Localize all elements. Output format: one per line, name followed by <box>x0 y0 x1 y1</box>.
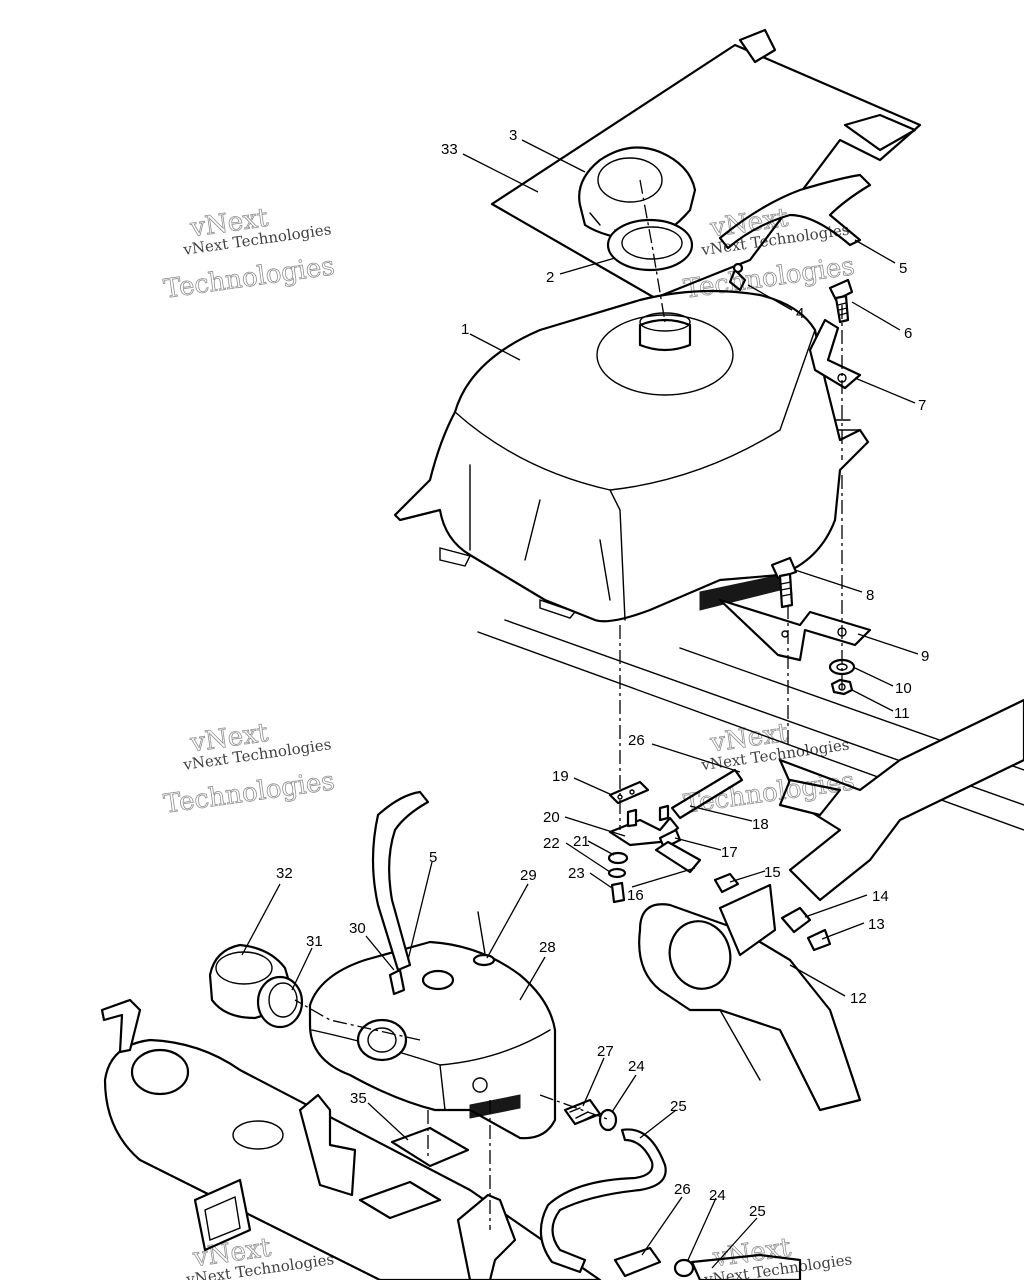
callout-26-lower: 26 <box>674 1181 691 1198</box>
callout-19: 19 <box>552 768 569 785</box>
callout-9: 9 <box>921 648 929 665</box>
callout-16: 16 <box>627 887 644 904</box>
filter-16 <box>654 840 702 874</box>
callout-27: 27 <box>597 1043 614 1060</box>
bracket-9 <box>718 598 872 662</box>
callout-25-lower: 25 <box>749 1203 766 1220</box>
callout-15: 15 <box>764 864 781 881</box>
heat-shield-plate <box>490 28 922 300</box>
callout-33: 33 <box>441 141 458 158</box>
bracket-14 <box>718 883 812 957</box>
connector-26b <box>613 1246 662 1278</box>
cap-gasket-31 <box>256 975 304 1029</box>
callout-29: 29 <box>520 867 537 884</box>
callout-2: 2 <box>546 269 554 286</box>
callout-32: 32 <box>276 865 293 882</box>
assembly-axes <box>294 179 843 1230</box>
rear-frame-member <box>100 998 602 1280</box>
callout-20: 20 <box>543 809 560 826</box>
fuel-cap-top <box>578 146 697 242</box>
callout-11: 11 <box>894 705 910 722</box>
cap-gasket-ring <box>606 218 694 272</box>
callout-14: 14 <box>872 888 889 905</box>
bolt-8 <box>770 556 798 609</box>
hose-clamp-24a <box>598 1108 618 1132</box>
callout-26: 26 <box>628 732 645 749</box>
spring-27 <box>563 1098 602 1126</box>
vent-fitting <box>728 262 747 292</box>
svg-text:Technologies: Technologies <box>162 251 337 305</box>
main-fuel-tank <box>393 289 870 623</box>
callout-10: 10 <box>895 680 912 697</box>
frame-rails <box>477 619 1024 902</box>
callout-13: 13 <box>868 916 885 933</box>
callout-12: 12 <box>850 990 867 1007</box>
callout-35: 35 <box>350 1090 367 1107</box>
callout-22: 22 <box>543 835 560 852</box>
leader-lines <box>241 139 919 1269</box>
valve-plate-19 <box>608 780 650 805</box>
watermark-middle-left: vNext vNext Technologies Technologies <box>161 718 337 821</box>
callout-7: 7 <box>918 397 926 414</box>
hose-clamp-24b <box>673 1258 695 1278</box>
gauge-rod-29 <box>472 911 496 967</box>
callout-25: 25 <box>670 1098 687 1115</box>
auxiliary-fuel-tank <box>308 940 557 1140</box>
spring-15 <box>713 872 740 894</box>
callout-28: 28 <box>539 939 556 956</box>
callout-3: 3 <box>509 127 517 144</box>
svg-text:Technologies: Technologies <box>162 766 337 820</box>
callout-24: 24 <box>628 1058 645 1075</box>
vent-hose-top <box>718 173 872 250</box>
callout-5: 5 <box>899 260 907 277</box>
callout-5-lower: 5 <box>429 849 437 866</box>
callout-30: 30 <box>349 920 366 937</box>
screw-23 <box>610 881 626 904</box>
callout-6: 6 <box>904 325 912 342</box>
vent-fitting-30 <box>388 968 406 996</box>
frame-tube <box>638 903 862 1112</box>
fuel-hose-25a <box>539 1128 667 1274</box>
bolt-6 <box>828 278 854 324</box>
callout-4: 4 <box>796 305 804 322</box>
watermark-bottom-right: vNext vNext Technologies <box>702 1232 853 1280</box>
callout-labels: 33 3 2 1 5 4 6 7 8 9 10 11 26 19 18 20 2… <box>276 127 929 1220</box>
callout-18: 18 <box>752 816 769 833</box>
fuel-line-18 <box>670 768 744 820</box>
callout-23: 23 <box>568 865 585 882</box>
callout-21: 21 <box>573 833 590 850</box>
valve-washer-21 <box>607 851 629 865</box>
callout-8: 8 <box>866 587 874 604</box>
callout-1: 1 <box>461 321 469 338</box>
callout-31: 31 <box>306 933 323 950</box>
callout-24-lower: 24 <box>709 1187 726 1204</box>
pad-35 <box>390 1126 470 1168</box>
vent-hose-5b <box>371 790 430 972</box>
valve-washer-22 <box>607 867 627 879</box>
screw-13 <box>806 928 832 952</box>
watermark-top-left: vNext vNext Technologies Technologies <box>161 203 337 306</box>
callout-17: 17 <box>721 844 738 861</box>
fuel-hose-25b <box>690 1253 802 1280</box>
